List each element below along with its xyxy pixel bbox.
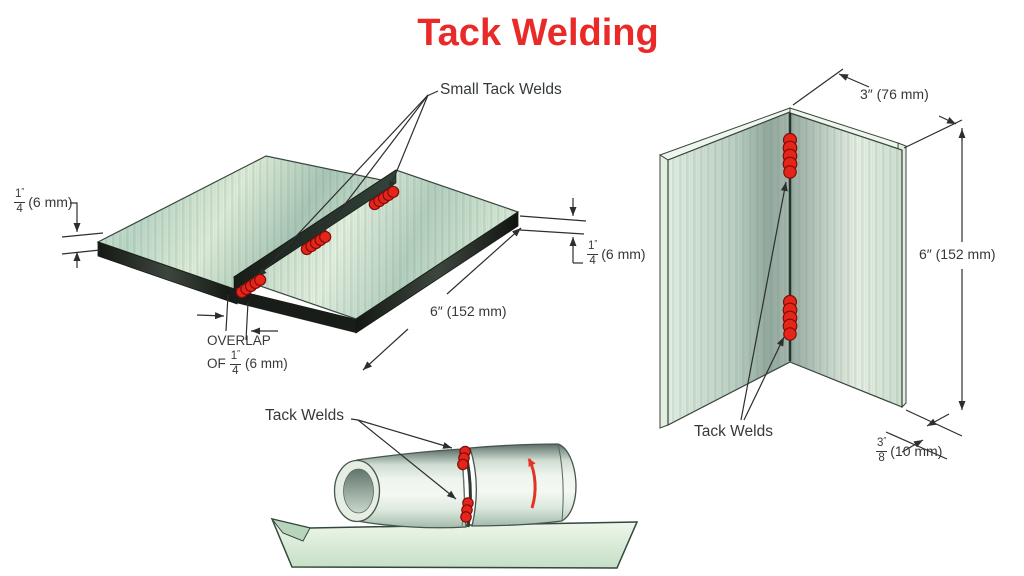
dimension-label-lap-thickness-right: 1″4 (6 mm) — [587, 239, 646, 267]
dimension-label-lap-thickness-left: 1″4 (6 mm) — [14, 187, 73, 215]
dimension-label-overlap: OVERLAP OF 1″4 (6 mm) — [207, 333, 288, 377]
dimension-label-corner-width: 3″ (76 mm) — [860, 86, 929, 102]
lap-leader-lines — [257, 90, 439, 278]
lap-left-plate-edge — [97, 241, 238, 305]
corner-dimension-lines — [792, 68, 966, 460]
corner-joint-drawing — [658, 68, 966, 460]
lap-dimension-lines — [61, 198, 587, 371]
page-title: Tack Welding — [417, 12, 659, 54]
corner-leader-lines — [740, 181, 788, 421]
lap-right-plate-edge — [355, 211, 519, 334]
label-pipe-tack-welds: Tack Welds — [265, 407, 344, 424]
fraction: 1″4 — [14, 187, 26, 215]
dimension-label-corner-thickness: 3″8 (10 mm) — [876, 436, 943, 464]
pipe-leader-lines — [350, 418, 457, 500]
rotation-arrow — [527, 458, 537, 509]
pipe-support-flange — [270, 518, 311, 542]
label-corner-tack-welds: Tack Welds — [694, 423, 773, 440]
pipe-left-section — [356, 448, 467, 529]
pipe-end-cap-line — [557, 443, 564, 522]
dimension-label-lap-length: 6″ (152 mm) — [430, 303, 507, 319]
tack-weld — [235, 185, 400, 299]
tack-weld — [457, 445, 474, 523]
corner-left-plate-side-edge — [659, 154, 669, 429]
pipe-open-end-hole — [343, 468, 374, 514]
lap-overlap-step — [228, 287, 356, 333]
fraction: 1″4 — [229, 349, 241, 377]
fraction: 3″8 — [876, 436, 888, 464]
pipe-joint-drawing — [270, 418, 639, 569]
dimension-label-corner-height: 6″ (152 mm) — [919, 246, 996, 262]
fraction: 1″4 — [587, 239, 599, 267]
tack-weld — [782, 132, 798, 341]
lap-joint-drawing — [61, 90, 587, 371]
label-small-tack-welds: Small Tack Welds — [440, 81, 562, 98]
